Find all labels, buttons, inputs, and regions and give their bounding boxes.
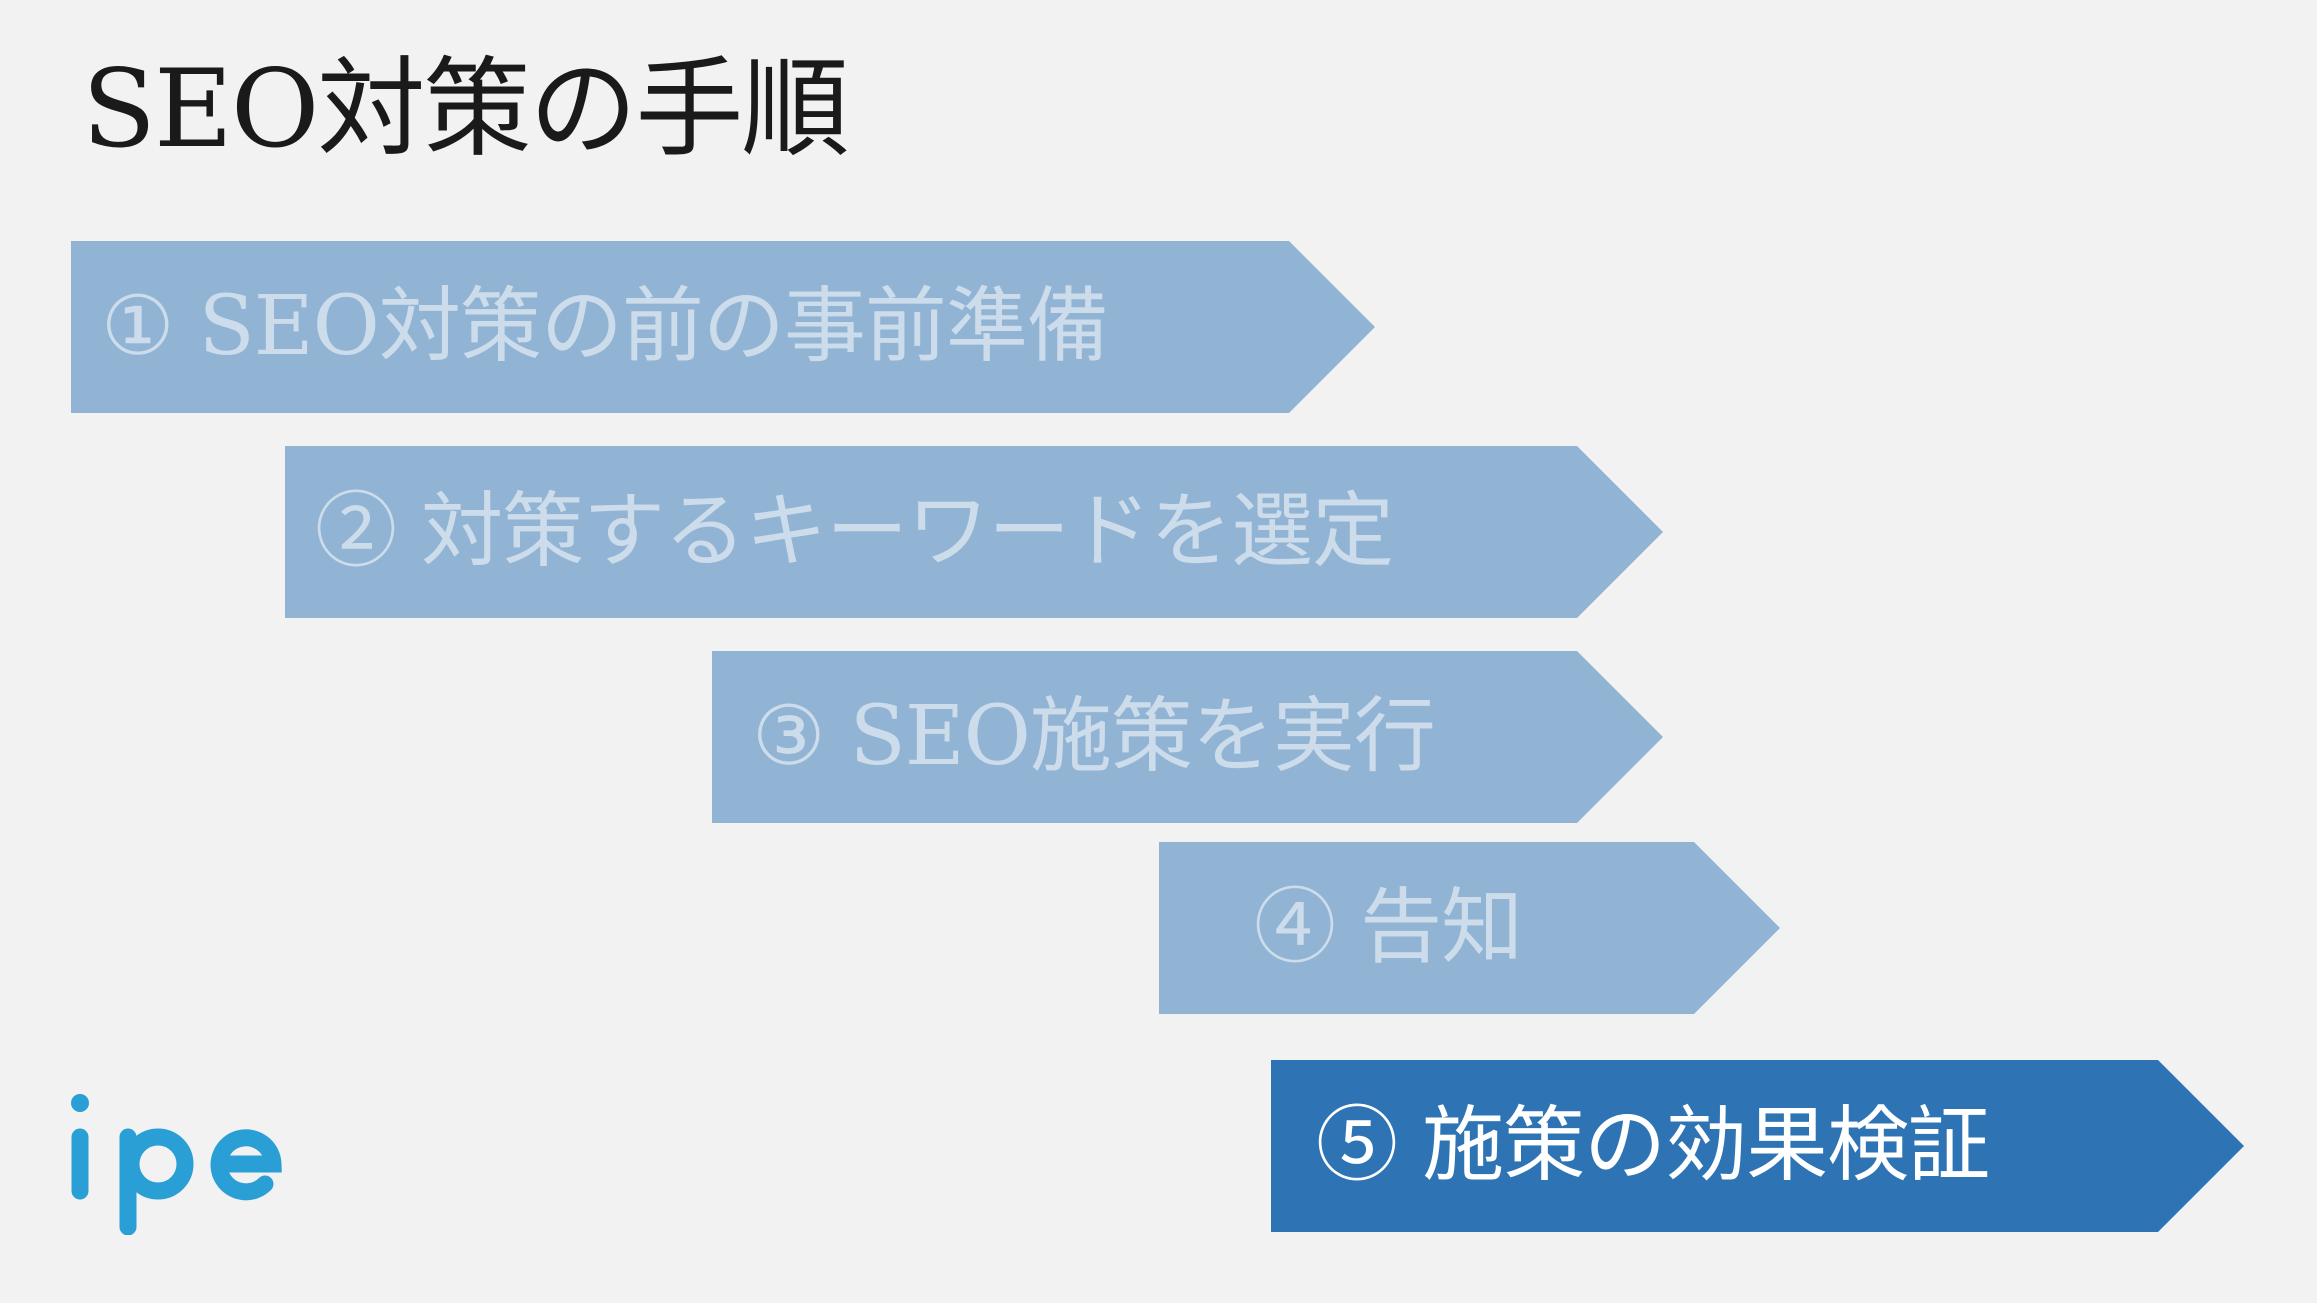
step-3-label: ③ SEO施策を実行 bbox=[752, 689, 1435, 784]
step-4-arrow: ④ 告知 bbox=[1159, 842, 1780, 1014]
step-1-arrow: ① SEO対策の前の事前準備 bbox=[71, 241, 1375, 413]
step-3-arrow: ③ SEO施策を実行 bbox=[712, 651, 1663, 823]
step-5-label: ⑤ 施策の効果検証 bbox=[1316, 1098, 1990, 1193]
step-4-label: ④ 告知 bbox=[1254, 880, 1523, 975]
step-1-label: ① SEO対策の前の事前準備 bbox=[101, 279, 1108, 374]
step-2-label: ② 対策するキーワードを選定 bbox=[315, 484, 1394, 579]
page-title: SEO対策の手順 bbox=[82, 47, 849, 172]
ipe-logo bbox=[71, 1094, 282, 1235]
step-2-arrow: ② 対策するキーワードを選定 bbox=[285, 446, 1663, 618]
step-5-arrow: ⑤ 施策の効果検証 bbox=[1271, 1060, 2244, 1232]
